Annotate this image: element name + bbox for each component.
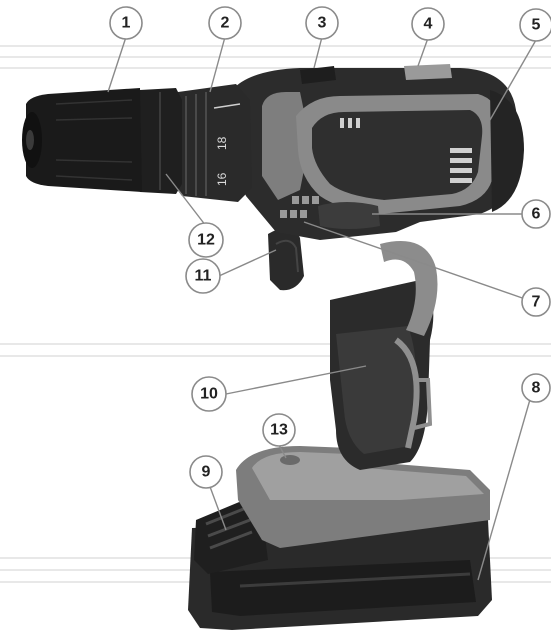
callout-11: 11	[185, 258, 221, 294]
callout-1: 1	[109, 6, 143, 40]
callout-12: 12	[188, 222, 224, 258]
rear-cap	[490, 90, 524, 212]
svg-text:2: 2	[221, 15, 230, 32]
gear-selector	[300, 66, 336, 84]
callout-13: 13	[262, 413, 296, 447]
callout-8: 8	[521, 373, 551, 403]
svg-text:12: 12	[197, 232, 215, 249]
battery-base-highlight	[210, 560, 476, 616]
torque-collar-ribs	[185, 92, 207, 196]
callout-7: 7	[521, 287, 551, 317]
svg-text:13: 13	[270, 422, 288, 439]
callout-9: 9	[189, 455, 223, 489]
callout-2: 2	[208, 6, 242, 40]
svg-text:5: 5	[532, 17, 541, 34]
torque-label-16: 16	[215, 172, 229, 186]
svg-text:1: 1	[122, 15, 131, 32]
callout-5: 5	[519, 8, 551, 42]
callout-4: 4	[411, 7, 445, 41]
svg-text:7: 7	[532, 294, 541, 311]
leader-lines	[107, 36, 537, 581]
svg-text:6: 6	[532, 206, 541, 223]
svg-text:4: 4	[424, 16, 433, 33]
svg-text:11: 11	[195, 268, 212, 285]
svg-text:10: 10	[200, 386, 218, 403]
callout-3: 3	[305, 6, 339, 40]
callout-6: 6	[521, 199, 551, 229]
torque-label-18: 18	[215, 136, 229, 150]
trigger	[268, 227, 304, 291]
handle-grip	[336, 326, 416, 454]
svg-text:8: 8	[532, 380, 541, 397]
torque-collar	[168, 84, 252, 202]
battery-indicator-button	[280, 455, 300, 465]
svg-text:9: 9	[202, 464, 211, 481]
drill-illustration: 18 16	[22, 64, 524, 630]
keyless-chuck	[26, 88, 142, 192]
led-light-slots	[280, 196, 319, 218]
callout-10: 10	[191, 376, 227, 412]
direction-switch	[318, 202, 380, 229]
motor-vents	[340, 118, 472, 183]
chuck-ring	[134, 88, 182, 194]
svg-text:3: 3	[318, 15, 327, 32]
top-cover	[404, 64, 452, 80]
